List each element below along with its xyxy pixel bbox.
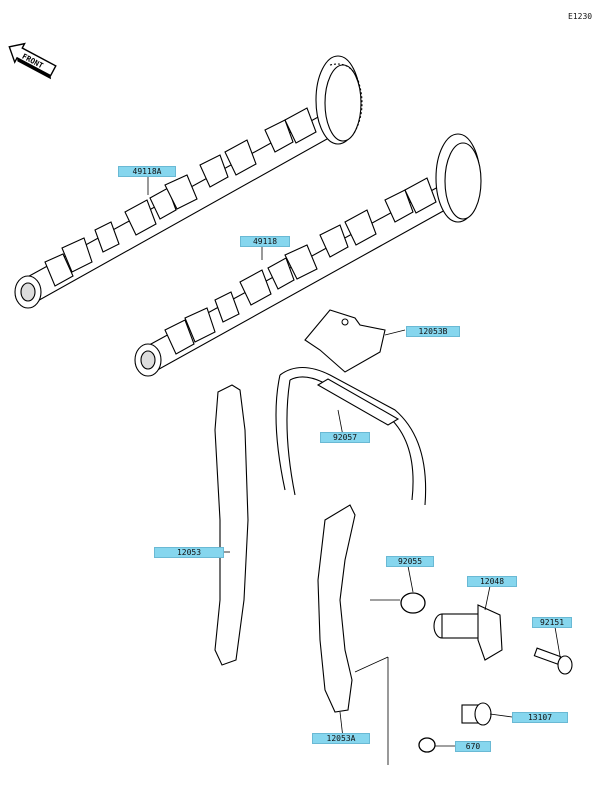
tensioner-guide-drawing [317, 504, 356, 713]
o-ring-drawing [400, 592, 426, 614]
part-label-chain-guide-upper[interactable]: 12053B [406, 326, 460, 337]
bolt-drawing [533, 647, 573, 675]
leader-lines [147, 175, 561, 765]
chain-tensioner-drawing [433, 604, 503, 661]
camshaft-exhaust [134, 133, 482, 377]
part-label-camshaft-intake[interactable]: 49118A [118, 166, 176, 177]
part-label-camshaft-exhaust[interactable]: 49118 [240, 236, 290, 247]
part-label-chain-tensioner[interactable]: 12048 [467, 576, 517, 587]
cap-bolt-drawing [461, 702, 492, 726]
camshaft-intake [14, 55, 363, 309]
diagram-ref-code: E1230 [568, 12, 593, 21]
part-label-gasket-ring[interactable]: 670 [455, 741, 491, 752]
chain-guide-upper-drawing [304, 309, 386, 373]
part-label-bolt[interactable]: 92151 [532, 617, 572, 628]
part-label-chain-guide-front[interactable]: 12053 [154, 547, 224, 558]
front-arrow-icon: FRONT [8, 42, 57, 80]
part-label-cap-bolt[interactable]: 13107 [512, 712, 568, 723]
gasket-ring-drawing [418, 737, 436, 753]
part-label-cam-chain[interactable]: 92057 [320, 432, 370, 443]
part-label-o-ring[interactable]: 92055 [386, 556, 434, 567]
part-label-tensioner-guide[interactable]: 12053A [312, 733, 370, 744]
chain-guide-front-drawing [214, 384, 249, 666]
cam-chain-drawing [275, 366, 427, 506]
